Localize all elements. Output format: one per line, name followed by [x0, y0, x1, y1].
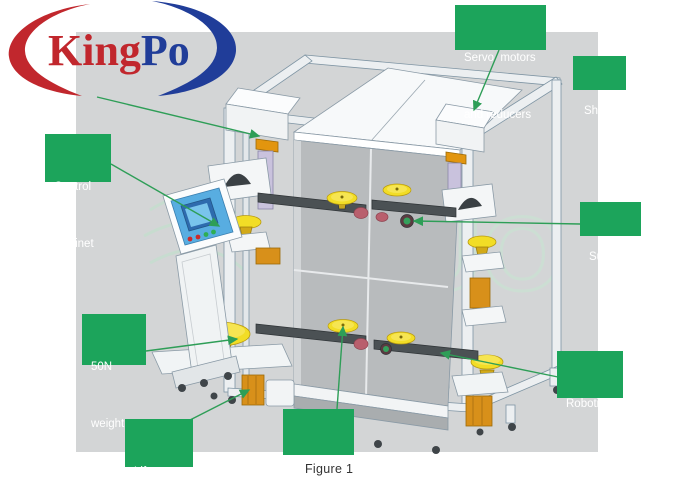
servo-motor-box-left [225, 103, 289, 141]
callout-robotic-arm: Robotic arm [557, 351, 623, 467]
leader-robotic-arm [439, 350, 559, 378]
logo-text-po: Po [141, 26, 190, 75]
logo-red-swoosh [8, 4, 90, 96]
sucker-pink-upper-left [353, 207, 369, 219]
lift-cylinder-left [241, 374, 265, 406]
table-right [451, 371, 509, 397]
cabinet-top-split [370, 79, 426, 142]
carriage-left [265, 379, 295, 407]
control-base [171, 355, 241, 389]
callout-lift-cylinder: Lift cylinder [125, 419, 193, 478]
door-horizontal-split [293, 269, 449, 288]
arch-notch-right [458, 197, 482, 210]
servo-motor-box-right [435, 119, 485, 153]
coupling-left [255, 138, 279, 153]
robotic-arm-upper-right [371, 199, 457, 218]
button-green [211, 229, 216, 235]
bracket-right-2 [461, 305, 507, 327]
logo-text: KingPo [48, 26, 190, 75]
control-cabinet-unit [162, 178, 243, 392]
callout-shaft: Shaft [573, 56, 626, 117]
leader-left-servo [96, 96, 261, 139]
caster [476, 428, 484, 436]
figure-caption: Figure 1 [305, 462, 354, 476]
sucker-pink-upper-right [375, 212, 389, 222]
leader-pressure-wheel [336, 325, 348, 410]
button-red [195, 234, 201, 240]
caster [178, 384, 186, 392]
coupling-right [445, 151, 467, 165]
callout-control-cabinet: Control Cabinet [45, 134, 111, 250]
cylinder-right [469, 277, 491, 309]
leader-sucker [412, 216, 581, 227]
caster [200, 379, 208, 387]
callout-pressure-wheel: Pressure wheel [283, 409, 354, 468]
sucker-pink-lower-left [353, 338, 369, 350]
door-vertical-split [365, 148, 372, 398]
spool-left [255, 247, 281, 265]
caster [210, 392, 218, 400]
leader-lines [96, 49, 581, 421]
button-green [203, 232, 209, 237]
frame-back-right-column [551, 79, 562, 371]
logo-blue-swoosh [152, 1, 237, 96]
kingpo-logo: KingPo [2, 0, 240, 97]
leader-weight-50n [145, 335, 239, 352]
arch-notch-left [224, 173, 251, 187]
leader-lift-cylinder [189, 389, 251, 421]
frame-leg [505, 404, 516, 424]
lift-cylinder-right [465, 395, 493, 427]
logo-text-king: King [48, 26, 141, 75]
caster [224, 372, 232, 380]
bracket-right [461, 251, 505, 273]
leader-control-cabinet [110, 163, 221, 227]
button-red [187, 236, 193, 242]
door-edge-highlight [294, 140, 301, 385]
callout-weight-50n: 50N weight [82, 314, 146, 430]
sucker-disc-right [467, 235, 497, 249]
leader-servo-motors [472, 49, 500, 112]
callout-servo-motors: Servo motors and reducers [455, 5, 546, 121]
callout-sucker: Sucker [580, 202, 641, 263]
